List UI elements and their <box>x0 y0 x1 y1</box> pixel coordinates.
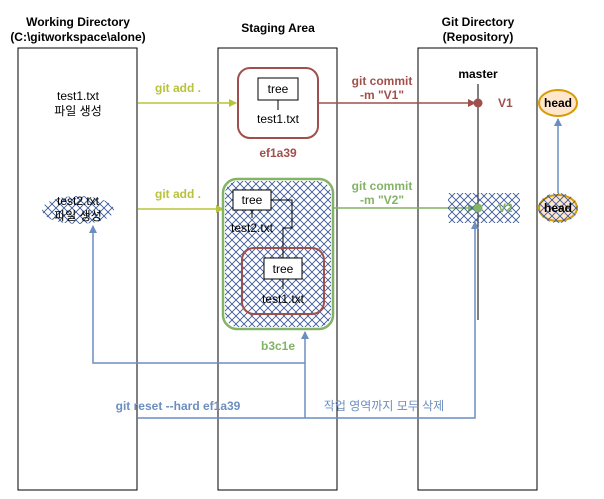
file2-desc: 파일 생성 <box>54 209 102 223</box>
head-v2-label: head <box>544 201 572 215</box>
commit-v2-dot <box>473 203 483 213</box>
git-dir-subtitle: (Repository) <box>443 30 514 44</box>
reset-label: git reset --hard ef1a39 <box>116 399 241 413</box>
git-dir-box <box>417 47 538 491</box>
file2-hatch <box>42 196 114 224</box>
tree1-file: test1.txt <box>257 112 300 126</box>
staging-area-box <box>217 47 338 491</box>
reset-path <box>138 221 479 419</box>
tree2-node-label: tree <box>242 193 263 207</box>
reset-to-working <box>89 225 305 364</box>
working-dir-path: (C:\gitworkspace\alone) <box>10 30 145 44</box>
commit-v1-dot <box>473 98 483 108</box>
head-v1-label: head <box>544 96 572 110</box>
commit-v2-hatch <box>448 193 520 223</box>
reset-note: 작업 영역까지 모두 삭제 <box>324 399 444 413</box>
head-v1 <box>538 89 578 117</box>
tree2-link-subtree <box>271 199 293 259</box>
file1-name: test1.txt <box>57 89 100 103</box>
git-add-label-2: git add . <box>155 187 201 201</box>
tree1-hash: ef1a39 <box>259 146 297 160</box>
file1-desc: 파일 생성 <box>54 104 102 118</box>
commit2-label-b: -m "V2" <box>360 193 404 207</box>
tree2-inner-container <box>241 247 325 315</box>
working-dir-box <box>17 47 138 491</box>
commit2-label-a: git commit <box>352 179 413 193</box>
master-label: master <box>458 67 498 81</box>
tree1-node-label: tree <box>268 82 289 96</box>
head-v2-hatch <box>538 193 578 223</box>
commit1-label-a: git commit <box>352 74 413 88</box>
commit1-label-b: -m "V1" <box>360 88 404 102</box>
tree2-hash: b3c1e <box>261 339 295 353</box>
tree2-file: test2.txt <box>231 221 274 235</box>
git-dir-title: Git Directory <box>442 15 515 29</box>
commit-v2-label: V2 <box>498 201 513 215</box>
commit-v1-label: V1 <box>498 96 513 110</box>
staging-area-title: Staging Area <box>241 21 315 35</box>
tree2-inner-node-label: tree <box>273 262 294 276</box>
working-dir-title: Working Directory <box>26 15 130 29</box>
tree2-inner-file: test1.txt <box>262 292 305 306</box>
git-add-label-1: git add . <box>155 81 201 95</box>
file2-name: test2.txt <box>57 194 100 208</box>
